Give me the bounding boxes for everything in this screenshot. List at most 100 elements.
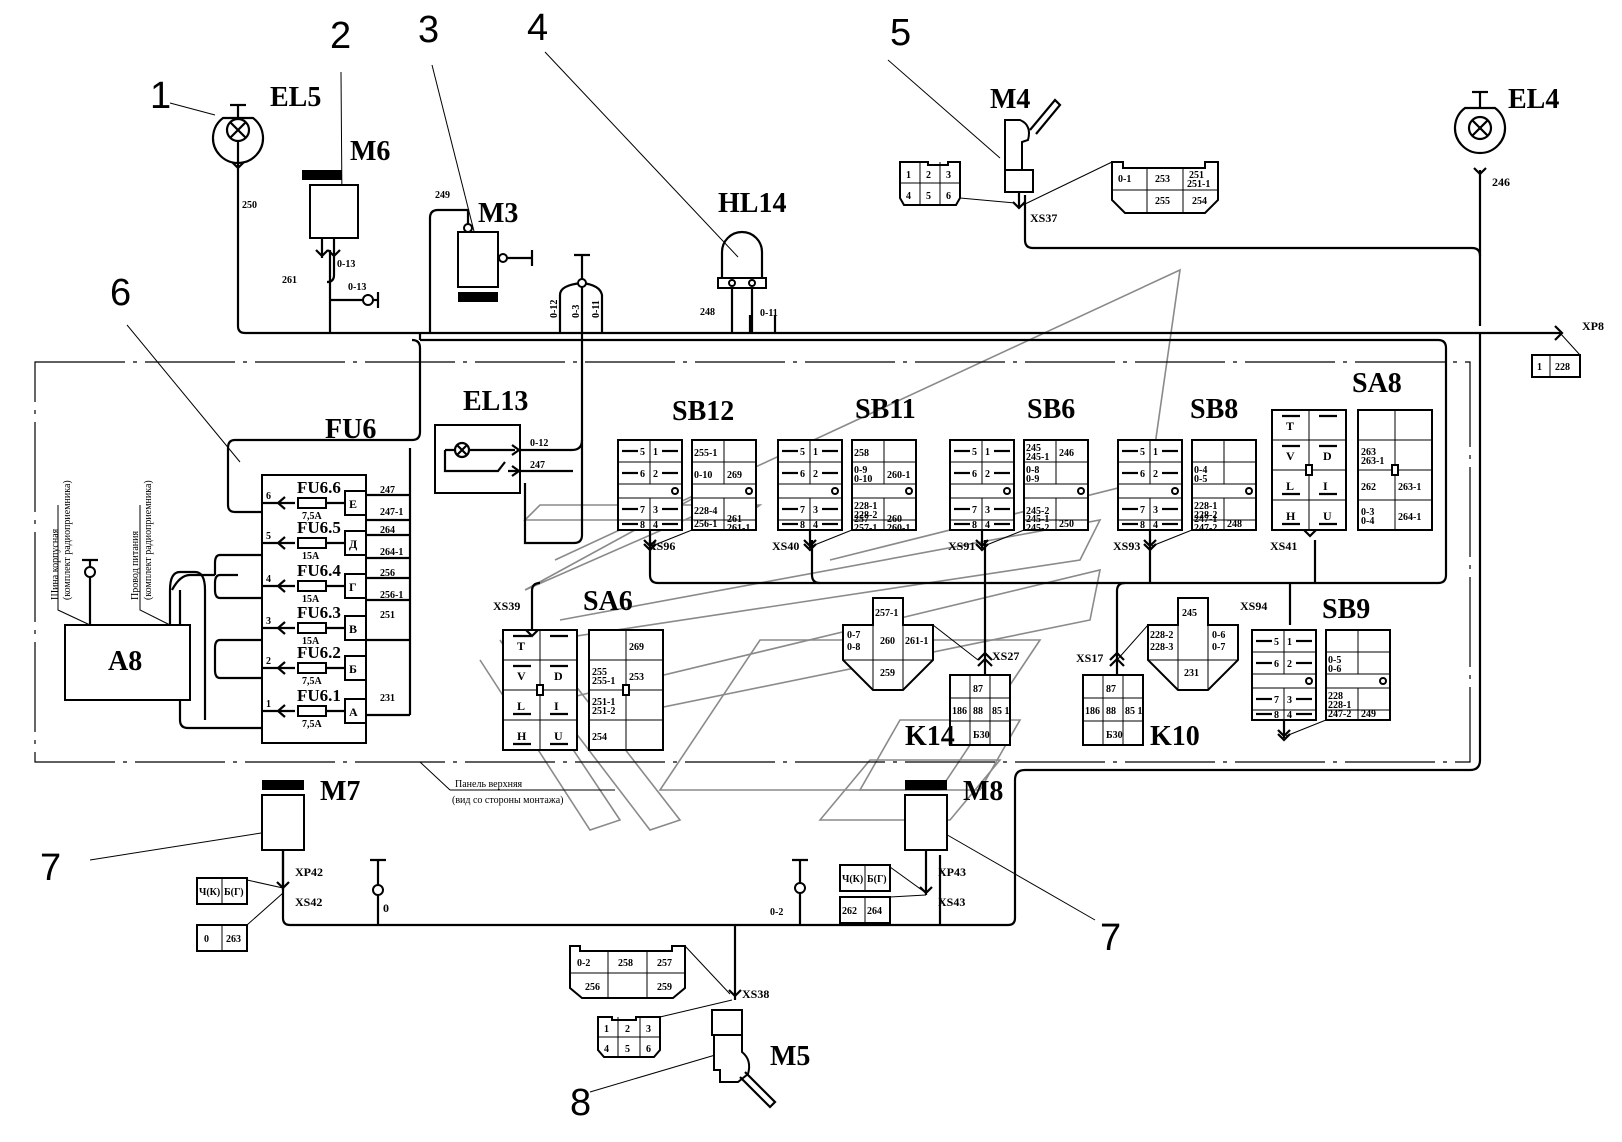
- svg-text:264: 264: [867, 906, 882, 917]
- svg-text:7,5A: 7,5A: [302, 511, 323, 522]
- A8-ground-bus-label: Шина корпусная: [50, 528, 61, 600]
- svg-text:5: 5: [640, 447, 645, 458]
- svg-text:3: 3: [646, 1024, 651, 1035]
- radio-A8-label: A8: [108, 646, 142, 677]
- switch-SA8-cell: 263-1: [1398, 482, 1421, 493]
- svg-text:1: 1: [985, 447, 990, 458]
- svg-text:6: 6: [972, 469, 977, 480]
- wire-246: 246: [1492, 175, 1510, 189]
- motor-M6-label: M6: [350, 136, 390, 167]
- svg-text:L: L: [1286, 479, 1294, 493]
- svg-text:FU6.3: FU6.3: [297, 603, 341, 622]
- connector-XS96: XS96: [648, 539, 675, 553]
- wire-0-11-hl: 0-11: [760, 308, 778, 319]
- svg-text:2: 2: [1153, 469, 1158, 480]
- connector-XP8: 1 228 XP8: [1531, 319, 1604, 378]
- svg-text:4: 4: [653, 520, 658, 531]
- callout-4: 5: [890, 12, 911, 54]
- svg-text:88: 88: [1106, 706, 1116, 717]
- svg-text:Ч(К): Ч(К): [842, 874, 863, 885]
- svg-text:V: V: [517, 669, 526, 683]
- svg-text:15A: 15A: [302, 551, 320, 562]
- svg-text:228-3: 228-3: [1150, 642, 1173, 653]
- svg-text:261-1: 261-1: [905, 636, 928, 647]
- connector-XS41: XS41: [1270, 539, 1297, 553]
- svg-text:Д: Д: [349, 537, 358, 551]
- svg-text:6: 6: [1274, 659, 1279, 670]
- panel-note-line1: Панель верхняя: [455, 779, 523, 790]
- svg-text:D: D: [1323, 449, 1332, 463]
- wire-247-el13: 247: [530, 460, 545, 471]
- connector-XS91: XS91: [948, 539, 975, 553]
- main-harness: [226, 170, 1560, 1000]
- svg-text:5: 5: [1140, 447, 1145, 458]
- motor-M3-label: M3: [478, 198, 518, 229]
- svg-text:8: 8: [972, 520, 977, 531]
- wire-0-12-tap: 0-12: [549, 300, 560, 318]
- switch-SB8-cell: 248: [1227, 519, 1242, 530]
- motor-M8: M8 XP43 XS43 Ч(К) Б(Г) 262 264 0-2: [770, 776, 1003, 925]
- ground-0-2: 0-2: [770, 907, 783, 918]
- connector-XS38: XS38: [742, 987, 769, 1001]
- switch-SB6-label: SB6: [1027, 394, 1075, 425]
- svg-text:7: 7: [640, 505, 645, 516]
- motor-M5: M5 XS38 0-2 258 257 256 259 1 2 3 4 5 6: [569, 945, 810, 1109]
- svg-text:85 1: 85 1: [1125, 706, 1143, 717]
- wire-261: 261: [282, 275, 297, 286]
- svg-text:1: 1: [653, 447, 658, 458]
- switch-SB12-cell: 256-1: [694, 519, 717, 530]
- svg-text:7: 7: [972, 505, 977, 516]
- svg-text:4: 4: [813, 520, 818, 531]
- svg-text:255: 255: [1155, 196, 1170, 207]
- ground-0: 0: [383, 901, 389, 915]
- svg-text:2: 2: [813, 469, 818, 480]
- svg-text:FU6.1: FU6.1: [297, 686, 341, 705]
- svg-text:231: 231: [380, 693, 395, 704]
- svg-text:5: 5: [972, 447, 977, 458]
- svg-text:262: 262: [842, 906, 857, 917]
- switch-SA6-cell: 269: [629, 642, 644, 653]
- A8-power-wire-label: Провод питания: [130, 530, 141, 600]
- panel-note-line2: (вид со стороны монтажа): [452, 795, 563, 806]
- svg-text:231: 231: [1184, 668, 1199, 679]
- svg-text:7,5A: 7,5A: [302, 719, 323, 730]
- callout-1: 1: [150, 75, 171, 117]
- wire-0-11-tap: 0-11: [591, 300, 602, 318]
- ground-tap: 0-12 0-3 0-11: [549, 253, 604, 333]
- svg-text:1: 1: [266, 699, 271, 710]
- callouts: 1 2 3 4 5 6 7 7 8: [40, 7, 1121, 1124]
- switch-SB6-cell: 246: [1059, 448, 1074, 459]
- M4-harness-connector: 0-1 253 251 251-1 255 254: [1022, 161, 1219, 214]
- svg-text:Б30: Б30: [1106, 730, 1123, 741]
- lamp-EL4: EL4 246: [1453, 84, 1559, 189]
- svg-text:15A: 15A: [302, 636, 320, 647]
- svg-text:5: 5: [625, 1044, 630, 1055]
- svg-text:264: 264: [380, 525, 395, 536]
- connector-XS39: XS39: [493, 599, 520, 613]
- svg-text:2: 2: [625, 1024, 630, 1035]
- connector-XS37: XS37: [1030, 211, 1057, 225]
- switch-SA8-cell: 264-1: [1398, 512, 1421, 523]
- callout-3: 6: [110, 272, 131, 314]
- switch-SB6-cell: 250: [1059, 519, 1074, 530]
- svg-text:3: 3: [653, 505, 658, 516]
- connector-XS40: XS40: [772, 539, 799, 553]
- callout-7-right: 7: [1100, 917, 1121, 959]
- svg-text:264-1: 264-1: [380, 547, 403, 558]
- callout-5: 3: [418, 9, 439, 51]
- svg-text:6: 6: [266, 491, 271, 502]
- svg-text:L: L: [517, 699, 525, 713]
- svg-text:4: 4: [906, 191, 911, 202]
- connector-XP8-label: XP8: [1582, 319, 1604, 333]
- svg-text:186: 186: [1085, 706, 1100, 717]
